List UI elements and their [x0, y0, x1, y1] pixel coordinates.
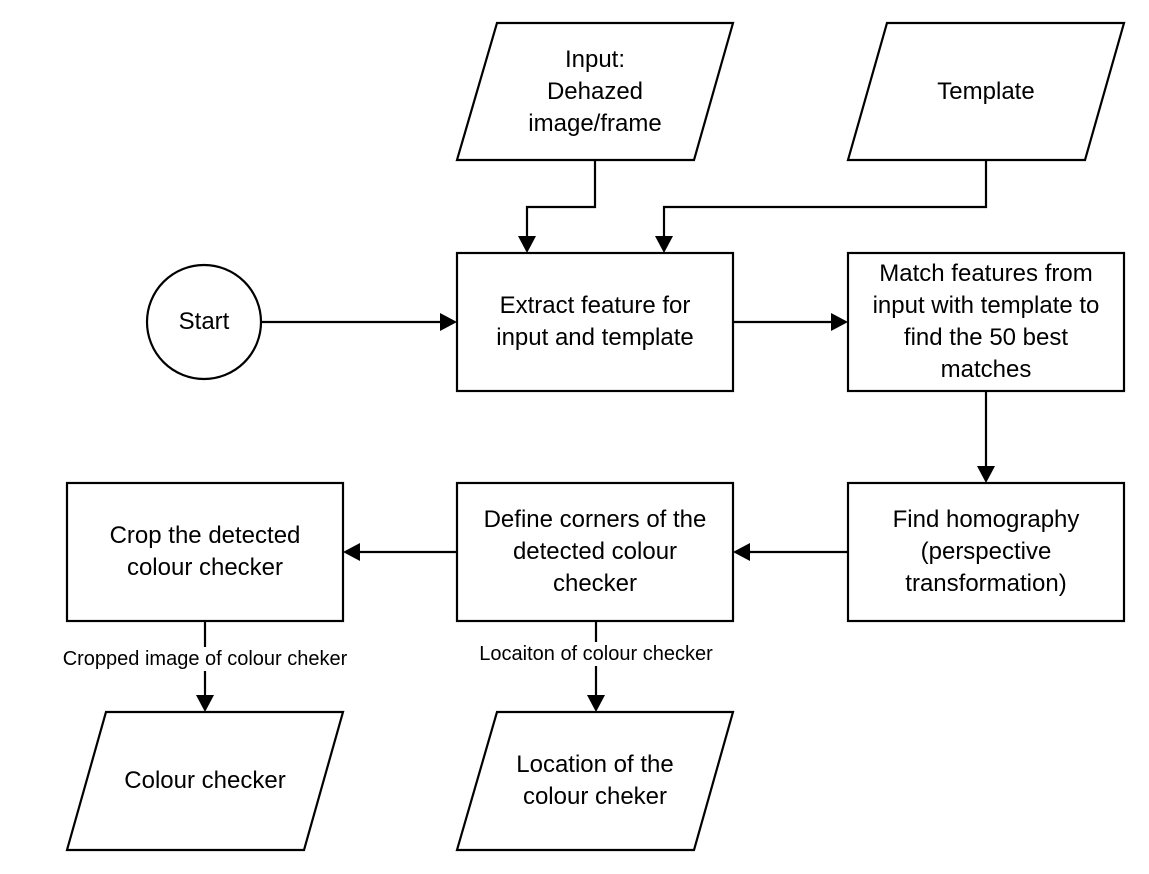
arrowhead-match-to-homography — [977, 466, 995, 483]
arrowhead-template-to-extract — [655, 236, 673, 253]
arrowhead-extract-to-match — [831, 313, 848, 331]
define-node-label: Define corners of the detected colour ch… — [483, 506, 707, 597]
edge-input-to-extract — [525, 160, 597, 238]
extract-process-shape — [455, 251, 735, 393]
match-node-label: Match features from input with template … — [872, 260, 1100, 383]
extract-node-label: Extract feature for input and template — [496, 292, 694, 351]
match-process-shape — [846, 251, 1126, 393]
arrowhead-input-to-extract — [518, 236, 536, 253]
arrowhead-start-to-extract — [440, 313, 457, 331]
crop-node-label: Crop the detected colour checker — [109, 522, 301, 581]
edge-label-location: Locaiton of colour checker — [440, 642, 752, 666]
start-node-label: Start — [178, 308, 230, 335]
homography-node-label: Find homography (perspective transformat… — [892, 506, 1080, 597]
edge-template-to-extract — [662, 160, 988, 238]
colour-checker-output-label: Colour checker — [124, 767, 286, 794]
template-node-label: Template — [937, 77, 1035, 105]
input-node-label: Input: Dehazed image/frame — [528, 45, 662, 137]
input-data-shape — [455, 21, 735, 162]
edge-label-cropped-image: Cropped image of colour cheker — [24, 647, 386, 671]
colour-checker-output-shape — [65, 710, 345, 852]
arrowhead-define-to-location — [587, 695, 605, 712]
template-data-shape — [846, 21, 1126, 162]
arrowhead-define-to-crop — [343, 543, 360, 561]
arrowhead-homography-to-define — [733, 543, 750, 561]
crop-process-shape — [65, 481, 345, 623]
location-output-label: Location of the colour cheker — [516, 751, 674, 810]
arrowhead-crop-to-colour-checker — [196, 695, 214, 712]
location-output-shape — [455, 710, 735, 852]
